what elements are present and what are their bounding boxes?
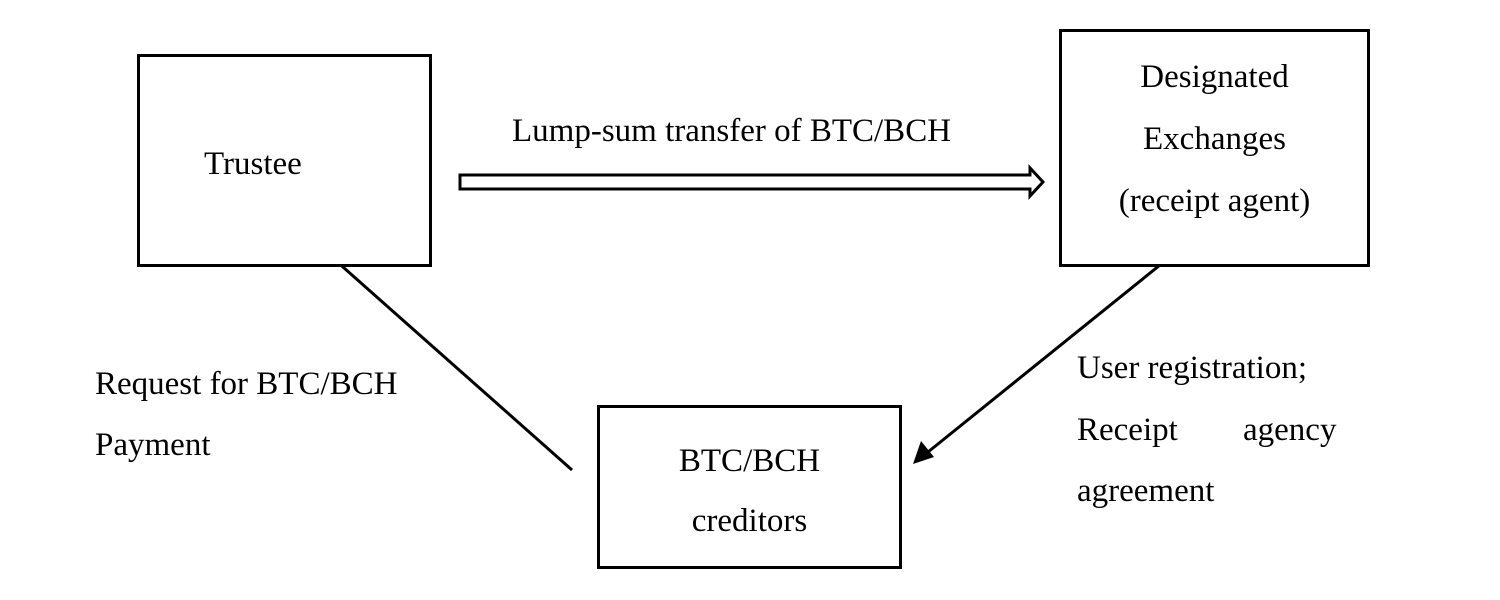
creditors-label-line2: creditors: [691, 503, 808, 539]
trustee-box: [137, 54, 432, 267]
transfer-label: Lump-sum transfer of BTC/BCH: [512, 113, 952, 149]
exchanges-box: [1059, 29, 1370, 267]
request-label-line1: Request for BTC/BCH: [95, 366, 398, 402]
registration-label-line1: User registration;: [1077, 350, 1308, 386]
registration-arrowhead-bottom: [913, 441, 934, 464]
registration-label-line2-left: Receipt: [1077, 412, 1178, 448]
exchanges-label-line1: Designated: [1140, 59, 1289, 95]
trustee-label: Trustee: [204, 146, 302, 182]
creditors-label-line1: BTC/BCH: [678, 443, 821, 479]
request-arrow-line: [307, 234, 573, 472]
exchanges-label-line2: Exchanges: [1143, 121, 1286, 157]
request-label-line2: Payment: [95, 427, 211, 463]
registration-arrow-line: [927, 234, 1197, 454]
exchanges-label-line3: (receipt agent): [1118, 183, 1311, 219]
creditors-box: [597, 405, 902, 569]
registration-label-line2-right: agency: [1243, 412, 1337, 448]
registration-label-line3: agreement: [1077, 473, 1215, 509]
transfer-arrow: [458, 164, 1046, 200]
